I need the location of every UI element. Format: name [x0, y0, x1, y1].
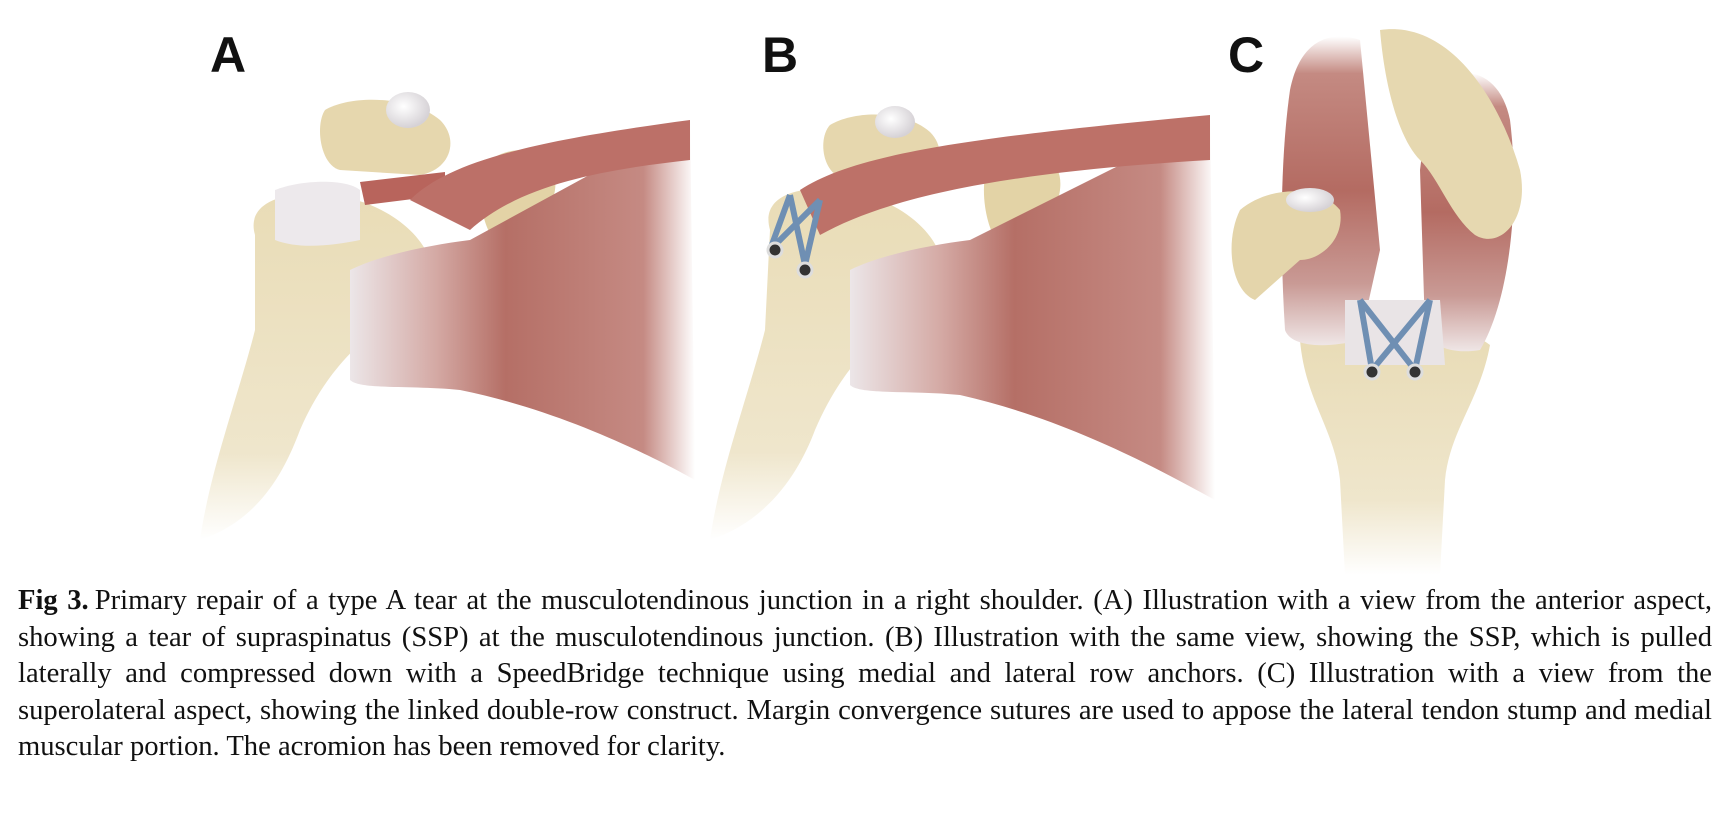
figure-label: Fig 3.: [18, 585, 89, 616]
panel-b-illustration: [710, 106, 1215, 540]
panel-a-illustration: [200, 92, 695, 540]
figure-caption: Fig 3.Primary repair of a type A tear at…: [18, 583, 1712, 766]
caption-text: Primary repair of a type A tear at the m…: [18, 585, 1712, 762]
anchor-icon: [1406, 363, 1424, 381]
panel-label-b: B: [762, 27, 798, 83]
panel-label-a: A: [210, 27, 246, 83]
panel-c-illustration: [1231, 29, 1522, 575]
anchor-icon: [796, 261, 814, 279]
figure-illustrations: A B: [200, 27, 1522, 575]
anchor-icon: [1363, 363, 1381, 381]
suture-construct-c: [1357, 298, 1433, 372]
shoulder-illustration-svg: A B: [200, 27, 1522, 575]
suture-construct-b: [767, 193, 823, 266]
panel-label-c: C: [1228, 27, 1264, 83]
anchor-icon: [766, 241, 784, 259]
